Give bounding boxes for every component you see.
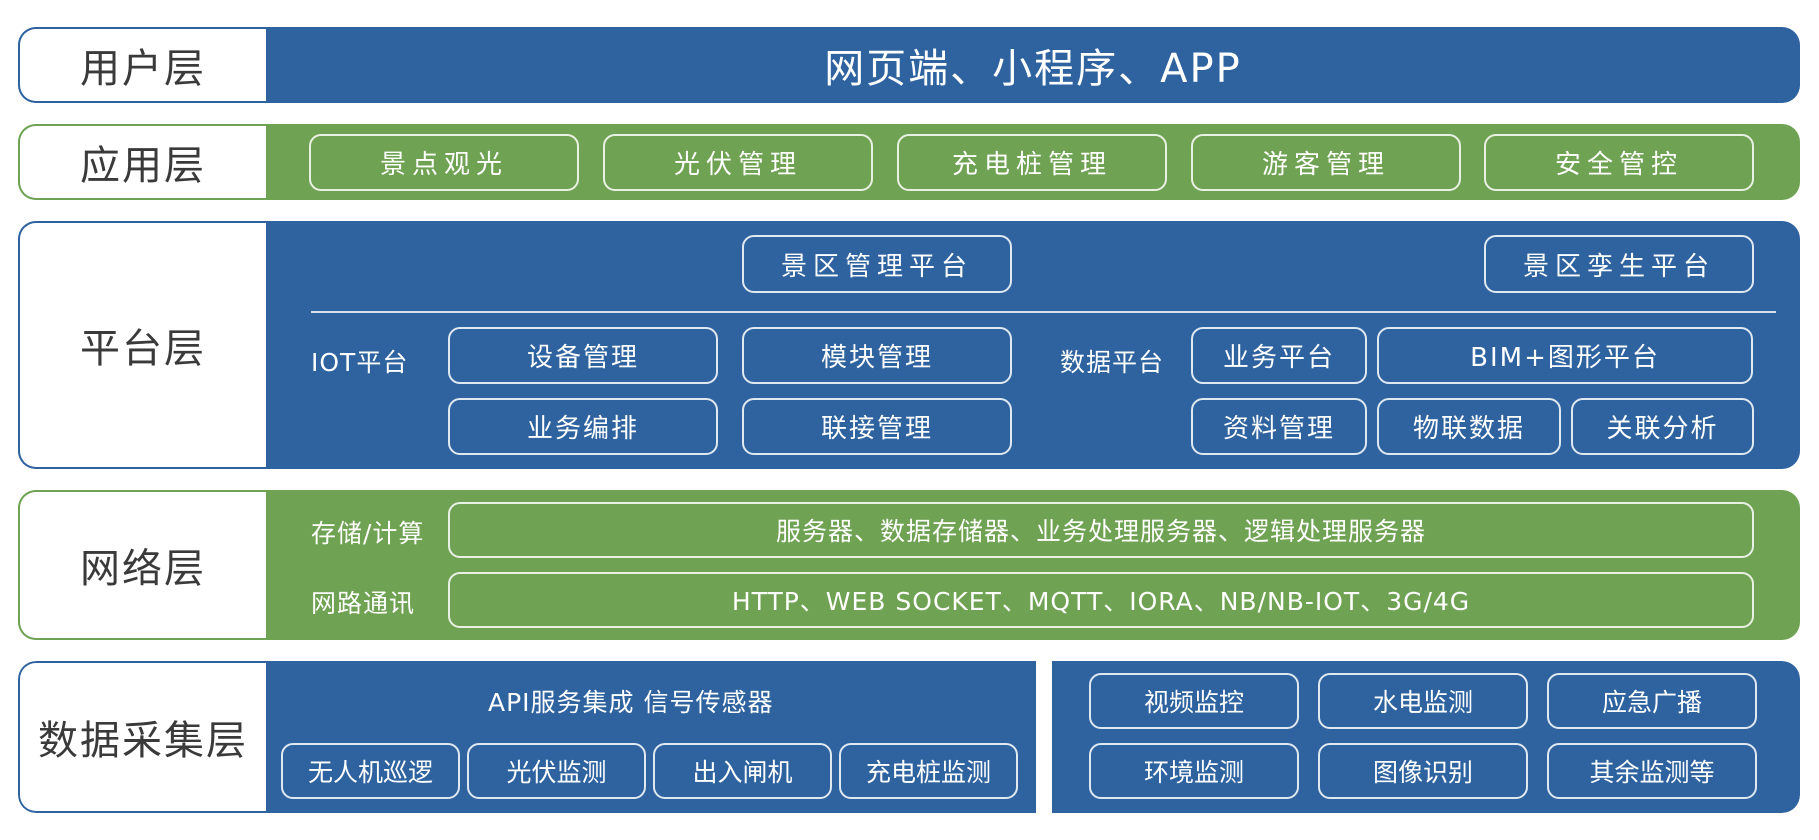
platform-layer-label: 平台层: [18, 221, 266, 469]
platform-divider: [311, 311, 1776, 313]
correlation-analysis: 关联分析: [1571, 398, 1754, 455]
application-layer: 应用层 景点观光 光伏管理 充电桩管理 游客管理 安全管控: [18, 124, 1800, 200]
user-layer-content: 网页端、小程序、APP: [824, 46, 1242, 92]
iot-platform-label: IOT平台: [311, 348, 409, 377]
network-layer: 网络层 存储/计算 服务器、数据存储器、业务处理服务器、逻辑处理服务器 网路通讯…: [18, 490, 1800, 640]
device-management: 设备管理: [448, 327, 718, 384]
other-monitoring: 其余监测等: [1547, 743, 1757, 799]
user-layer: 用户层 网页端、小程序、APP: [18, 27, 1800, 103]
module-management: 模块管理: [742, 327, 1012, 384]
emergency-broadcast: 应急广播: [1547, 673, 1757, 729]
data-platform-label: 数据平台: [1060, 348, 1165, 377]
app-item-scenic-tour: 景点观光: [309, 134, 579, 191]
network-layer-label: 网络层: [18, 490, 266, 640]
video-surveillance: 视频监控: [1089, 673, 1299, 729]
api-sensor-title: API服务集成 信号传感器: [488, 688, 774, 717]
document-management: 资料管理: [1191, 398, 1367, 455]
data-collection-layer: 数据采集层 API服务集成 信号传感器 无人机巡逻 光伏监测 出入闸机 充电桩监…: [18, 661, 1800, 813]
storage-compute-content: 服务器、数据存储器、业务处理服务器、逻辑处理服务器: [448, 502, 1754, 558]
connection-management: 联接管理: [742, 398, 1012, 455]
app-item-security-control: 安全管控: [1484, 134, 1754, 191]
image-recognition: 图像识别: [1318, 743, 1528, 799]
business-orchestration: 业务编排: [448, 398, 718, 455]
pv-monitoring: 光伏监测: [467, 743, 646, 799]
network-comm-label: 网路通讯: [311, 589, 416, 618]
access-gate: 出入闸机: [653, 743, 832, 799]
data-left-panel: [266, 661, 1036, 813]
app-item-charging-pile-management: 充电桩管理: [897, 134, 1167, 191]
data-collection-layer-label: 数据采集层: [18, 661, 266, 813]
bim-graphics-platform: BIM+图形平台: [1377, 327, 1753, 384]
app-item-visitor-management: 游客管理: [1191, 134, 1461, 191]
scenic-management-platform: 景区管理平台: [742, 235, 1012, 293]
data-right-panel: [1052, 661, 1800, 813]
environment-monitoring: 环境监测: [1089, 743, 1299, 799]
network-comm-content: HTTP、WEB SOCKET、MQTT、IORA、NB/NB-IOT、3G/4…: [448, 572, 1754, 628]
business-platform: 业务平台: [1191, 327, 1367, 384]
drone-patrol: 无人机巡逻: [281, 743, 460, 799]
storage-compute-label: 存储/计算: [311, 519, 425, 548]
charging-pile-monitoring: 充电桩监测: [839, 743, 1018, 799]
app-item-pv-management: 光伏管理: [603, 134, 873, 191]
iot-data: 物联数据: [1377, 398, 1561, 455]
user-layer-label: 用户层: [18, 27, 266, 103]
scenic-twin-platform: 景区孪生平台: [1484, 235, 1754, 293]
water-electric-monitoring: 水电监测: [1318, 673, 1528, 729]
platform-layer: 平台层 景区管理平台 景区孪生平台 IOT平台 设备管理 模块管理 业务编排 联…: [18, 221, 1800, 469]
application-layer-label: 应用层: [18, 124, 266, 200]
